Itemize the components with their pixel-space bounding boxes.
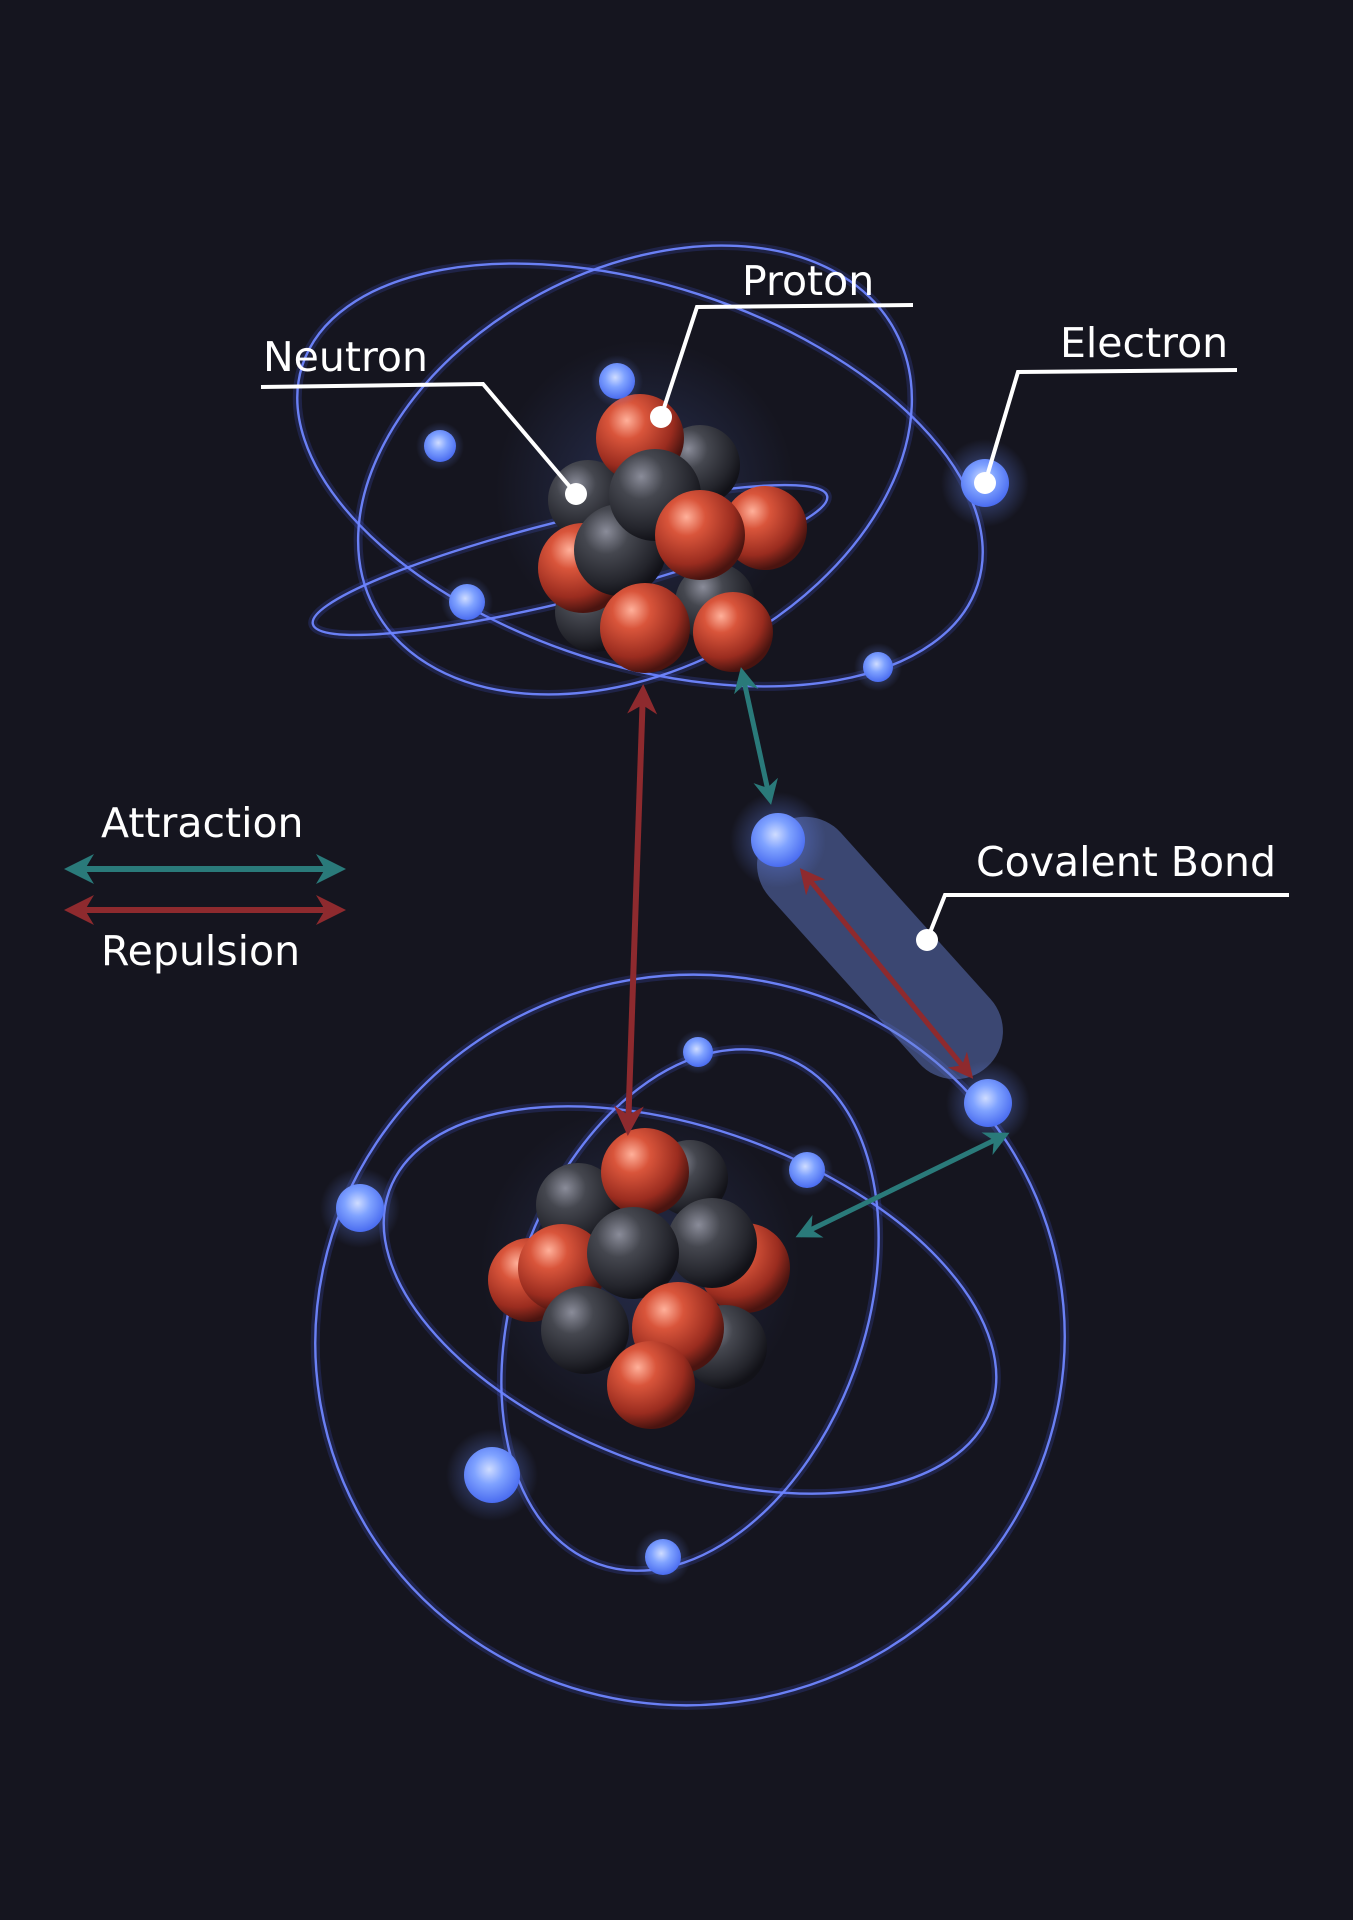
proton-sphere [601, 1128, 689, 1216]
neutron-sphere [541, 1286, 629, 1374]
legend: Attraction Repulsion [64, 799, 346, 975]
electron-lower-bottom-left [446, 1429, 538, 1521]
covalent-bond-label: Covalent Bond [976, 838, 1276, 886]
electron-upper-inner [441, 576, 493, 628]
labels: Proton Neutron Electron Covalent Bond [263, 257, 1276, 886]
electron-leader-dot [974, 472, 996, 494]
neutron-label: Neutron [263, 333, 428, 381]
proton-leader-dot [650, 406, 672, 428]
proton-label: Proton [742, 257, 874, 305]
electrons [320, 355, 1030, 1585]
leader-lines [260, 303, 1289, 951]
electron-lower-left [320, 1168, 400, 1248]
proton-leader [659, 303, 914, 418]
neutron-leader [260, 381, 578, 496]
attraction-arrow-upper [734, 667, 778, 805]
attraction-arrow-lower [795, 1132, 1010, 1238]
proton-sphere [655, 490, 745, 580]
repulsion-arrow-electrons [799, 868, 974, 1079]
neutron-leader-dot [565, 483, 587, 505]
electron-label: Electron [1060, 319, 1228, 367]
proton-sphere [607, 1341, 695, 1429]
legend-repulsion-label: Repulsion [101, 927, 300, 975]
lower-nucleus [480, 1105, 800, 1429]
electron-bond-lower [946, 1061, 1030, 1145]
electron-upper-right-small [854, 643, 902, 691]
proton-sphere [723, 486, 807, 570]
proton-sphere [693, 592, 773, 672]
electron-upper-top [591, 355, 643, 407]
proton-sphere [600, 583, 690, 673]
covalent-bond-leader [925, 893, 1289, 941]
electron-leader [983, 368, 1238, 484]
covalent-bond-leader-dot [916, 929, 938, 951]
force-arrows [613, 667, 1010, 1238]
upper-nucleus [495, 340, 807, 673]
electron-lower-bottom [635, 1529, 691, 1585]
electron-upper-left [416, 422, 464, 470]
neutron-sphere [667, 1198, 757, 1288]
legend-attraction-label: Attraction [101, 799, 304, 847]
repulsion-arrow-nuclei [613, 684, 658, 1136]
electron-bond-upper [730, 792, 826, 888]
electron-lower-right [781, 1144, 833, 1196]
electron-lower-top [676, 1030, 720, 1074]
neutron-sphere [587, 1207, 679, 1299]
